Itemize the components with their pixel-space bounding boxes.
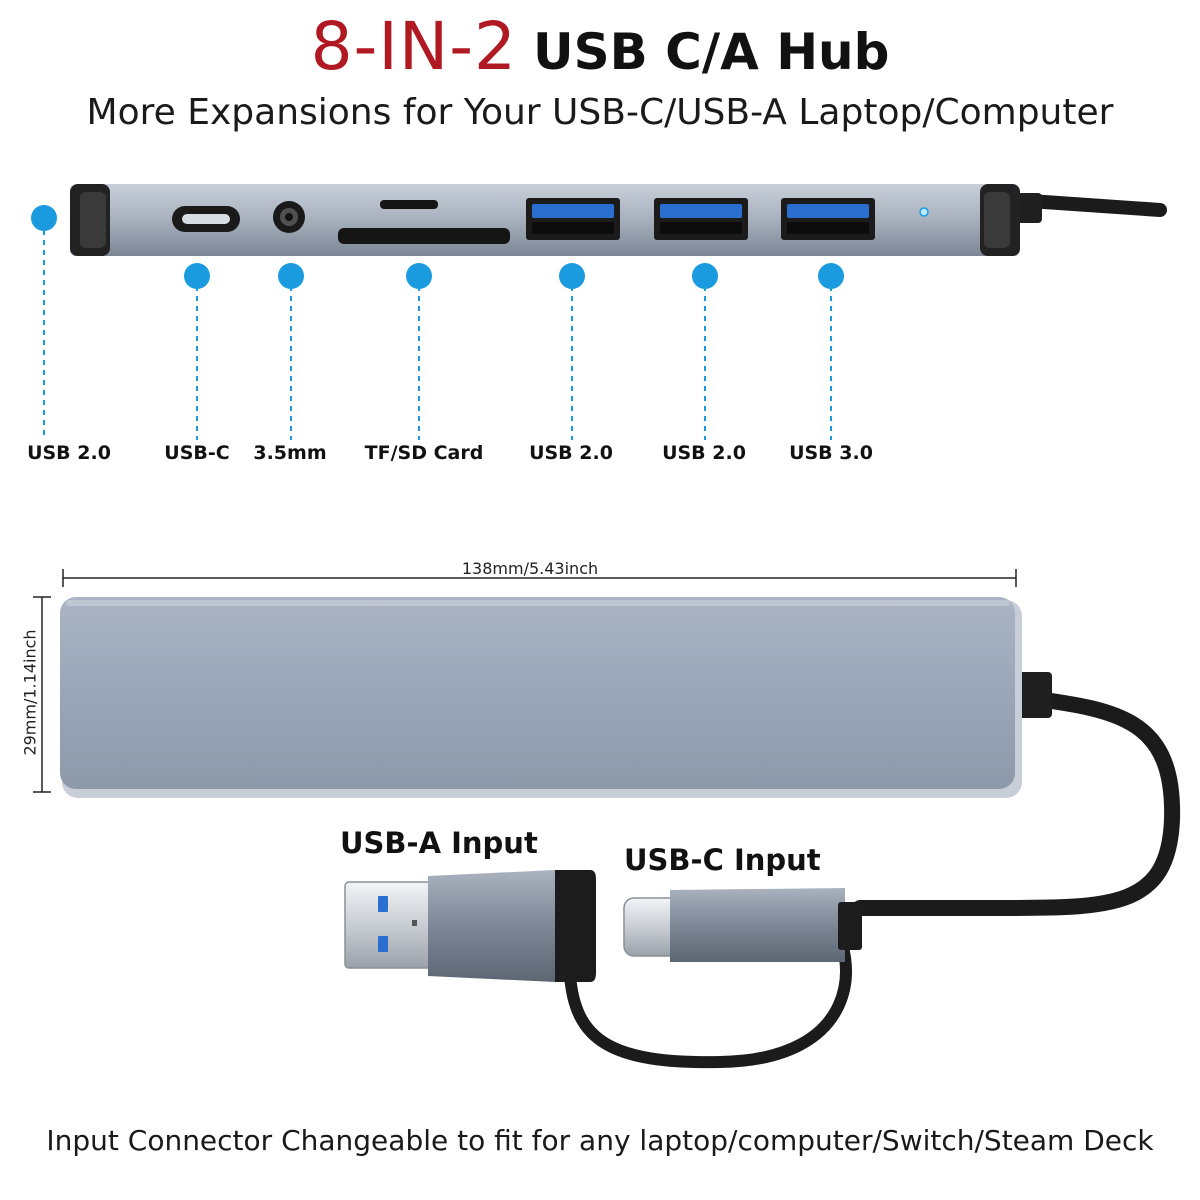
subtitle: More Expansions for Your USB-C/USB-A Lap… <box>86 92 1114 133</box>
usb-a-input-label: USB-A Input <box>340 826 538 860</box>
hub-body-top <box>60 597 1015 789</box>
port-label-usb-2-0-b: USB 2.0 <box>662 442 746 464</box>
port-callouts <box>31 205 844 440</box>
callout-dot <box>278 263 304 289</box>
dimension-width: 138mm/5.43inch <box>461 559 599 578</box>
dimension-height: 29mm/1.14inch <box>20 629 40 756</box>
adapter-branch-cable <box>564 914 852 1069</box>
port-label-usb-2-0-side: USB 2.0 <box>27 442 111 464</box>
callout-dot <box>184 263 210 289</box>
callout-dot <box>31 205 57 231</box>
status-led <box>919 207 929 217</box>
hub-top-view <box>60 597 1181 1069</box>
callout-dot <box>406 263 432 289</box>
dimension-lines <box>33 569 1017 793</box>
footer-caption: Input Connector Changeable to fit for an… <box>46 1124 1154 1157</box>
callout-dot <box>818 263 844 289</box>
tf-card-slot <box>380 200 438 209</box>
port-label-usb-c: USB-C <box>164 442 230 464</box>
title-main: USB C/A Hub <box>533 23 890 81</box>
port-label-usb-3-0: USB 3.0 <box>789 442 873 464</box>
port-label-tf-sd-card: TF/SD Card <box>364 442 484 464</box>
usb-a-connector <box>344 870 596 982</box>
callout-dot <box>692 263 718 289</box>
usb-c-housing <box>670 888 845 962</box>
usb-a-port-1 <box>526 198 620 240</box>
usb-a-port-3 <box>781 198 875 240</box>
title-highlight: 8-IN-2 <box>310 8 518 85</box>
usb-a-adapter-cap <box>555 870 596 982</box>
sd-card-slot <box>338 228 510 244</box>
port-label-usb-2-0-a: USB 2.0 <box>529 442 613 464</box>
hub-side-view <box>70 184 1167 256</box>
page-title: 8-IN-2 USB C/A Hub <box>0 8 1200 85</box>
usb-c-connector <box>623 888 862 962</box>
callout-dot <box>559 263 585 289</box>
usb-a-housing <box>428 870 555 982</box>
usb-c-input-label: USB-C Input <box>624 843 821 877</box>
port-label-3-5mm: 3.5mm <box>253 442 327 464</box>
hub-main-cable <box>852 690 1181 917</box>
usb-a-port-2 <box>654 198 748 240</box>
